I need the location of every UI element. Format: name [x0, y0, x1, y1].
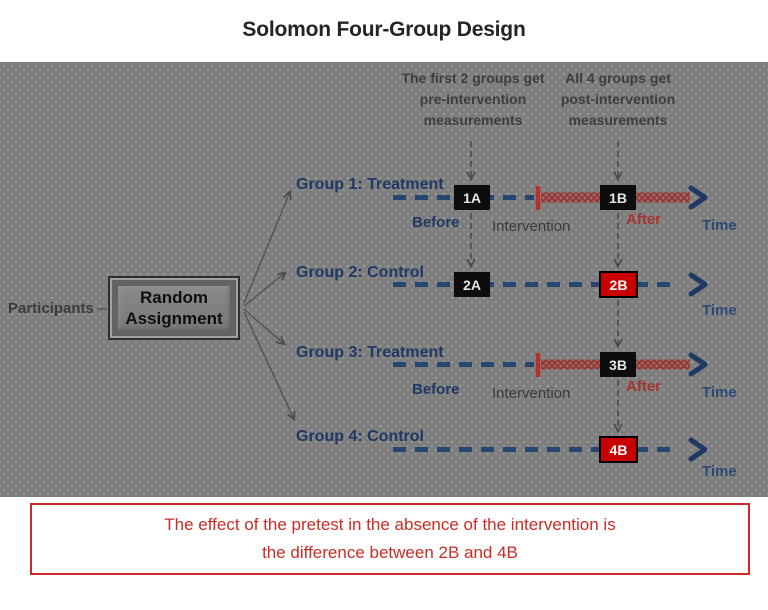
measurement-box-3b: 3B [600, 352, 636, 377]
after-label-group3: After [626, 378, 662, 395]
group4-label: Group 4: Control [296, 428, 424, 445]
random-assignment-label: Random Assignment [125, 287, 223, 328]
group3-label: Group 3: Treatment [296, 344, 444, 361]
measurement-box-1b: 1B [600, 185, 636, 210]
intervention-label-group3: Intervention [492, 385, 571, 402]
timelines [393, 195, 679, 452]
note-text: The effect of the pretest in the absence… [164, 515, 616, 562]
measurement-box-1a: 1A [454, 185, 490, 210]
time-label-group2: Time [702, 302, 737, 319]
time-arrowheads [688, 185, 708, 462]
measurement-box-4b: 4B [599, 436, 638, 463]
group2-label: Group 2: Control [296, 264, 424, 281]
participants-label: Participants [8, 300, 94, 317]
intervention-label-group1: Intervention [492, 218, 571, 235]
before-label-group3: Before [412, 381, 460, 398]
time-label-group3: Time [702, 384, 737, 401]
measurement-box-2a: 2A [454, 272, 490, 297]
time-label-group1: Time [702, 217, 737, 234]
group1-label: Group 1: Treatment [296, 176, 444, 193]
before-label-group1: Before [412, 214, 460, 231]
measurement-box-2b: 2B [599, 271, 638, 298]
note-box: The effect of the pretest in the absence… [30, 503, 750, 575]
after-label-group1: After [626, 211, 662, 228]
time-label-group4: Time [702, 463, 737, 480]
page-title: Solomon Four-Group Design [242, 18, 526, 41]
measurement-pointers [471, 141, 618, 431]
pretest-annotation: The first 2 groups get pre-intervention … [401, 70, 545, 128]
assignment-arrows [243, 192, 294, 419]
random-assignment-box: Random Assignment [108, 276, 240, 340]
posttest-annotation: All 4 groups get post-intervention measu… [560, 70, 676, 128]
